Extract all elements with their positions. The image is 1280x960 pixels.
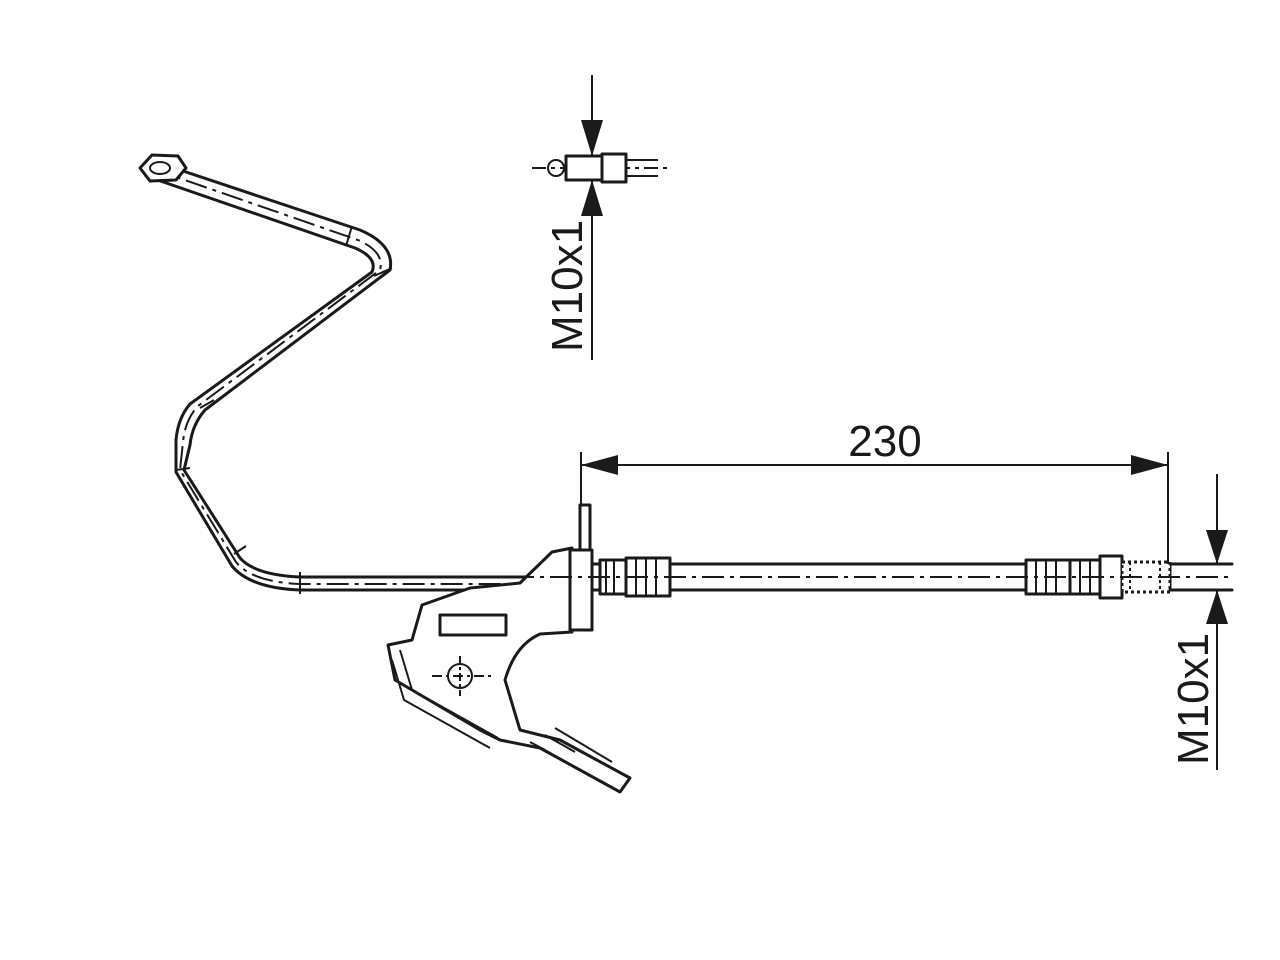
bracket-slot (438, 613, 508, 637)
thread-right-label: M10x1 (1169, 633, 1218, 765)
mounting-bracket (386, 503, 632, 794)
length-label: 230 (848, 417, 921, 466)
thread-top-label: M10x1 (543, 220, 592, 352)
thread-dimension-right: M10x1 (1169, 474, 1228, 770)
length-dimension: 230 (580, 417, 1169, 564)
thread-detail-top: M10x1 (532, 75, 672, 360)
flexible-hose (512, 554, 1234, 600)
brake-pipe (138, 153, 562, 594)
pipe-end-eye (138, 153, 188, 183)
